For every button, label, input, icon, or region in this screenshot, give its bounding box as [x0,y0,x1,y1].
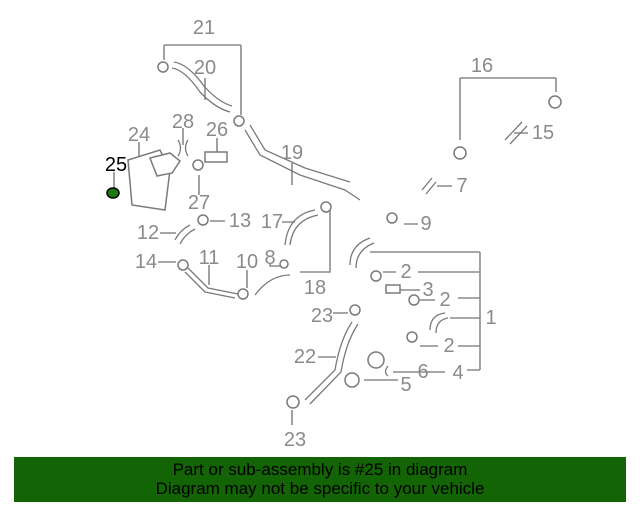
hose-1a [349,237,375,269]
clamp-21b [233,115,245,127]
callout-8[interactable]: 8 [264,247,275,269]
callout-2b[interactable]: 2 [439,289,450,311]
housing-4 [367,351,385,369]
pipe-11 [184,267,239,299]
callout-28[interactable]: 28 [172,111,194,133]
callout-6[interactable]: 6 [417,361,428,383]
hose-12 [174,224,196,245]
clamp-13 [197,214,209,226]
clamp-2c [406,331,418,343]
callout-14[interactable]: 14 [135,251,157,273]
callout-23b[interactable]: 23 [284,429,306,451]
callout-4[interactable]: 4 [452,362,463,384]
hose-15 [504,121,528,145]
parts [106,61,562,409]
washer-27 [192,159,204,171]
fitting-7 [421,177,437,195]
gasket-25 [106,187,120,199]
clamp-23a [349,304,361,316]
callout-18[interactable]: 18 [304,277,326,299]
clamp-16b [453,146,467,160]
banner-disclaimer: Diagram may not be specific to your vehi… [155,479,485,498]
hose-1b [429,312,449,334]
callout-25[interactable]: 25 [105,154,127,176]
clamp-16a [548,95,562,109]
pipe-19 [244,124,361,201]
housing-24-outlet [148,152,182,177]
oring-5 [344,372,360,388]
callout-26[interactable]: 26 [206,119,228,141]
callout-2c[interactable]: 2 [443,335,454,357]
callout-21[interactable]: 21 [193,17,215,39]
banner-part-note: Part or sub-assembly is #25 in diagram [172,460,468,479]
hose-20 [171,61,233,113]
callout-22[interactable]: 22 [294,346,316,368]
callout-19[interactable]: 19 [281,142,303,164]
clamp-9 [386,212,398,224]
callout-17[interactable]: 17 [261,211,283,233]
hose-8 [254,274,291,296]
clamp-8 [279,259,289,269]
callout-7[interactable]: 7 [456,175,467,197]
callout-9[interactable]: 9 [420,213,431,235]
callout-13[interactable]: 13 [229,210,251,232]
callout-labels: 21 20 16 28 26 24 25 19 15 7 27 13 12 17… [105,17,554,451]
sensor-26 [204,151,228,163]
clip-6 [384,365,389,377]
clamp-21a [157,61,169,73]
callout-27[interactable]: 27 [188,192,210,214]
hose-22 [304,321,359,405]
callout-12[interactable]: 12 [137,222,159,244]
callout-10[interactable]: 10 [236,251,258,273]
clamp-2b [408,294,420,306]
sensor-3 [385,284,401,294]
leader-lines [113,44,557,425]
pipe-17 [284,209,319,246]
callout-15[interactable]: 15 [532,122,554,144]
clamp-18 [320,201,332,213]
clamp-23b [286,395,300,409]
callout-2a[interactable]: 2 [400,261,411,283]
callout-24[interactable]: 24 [128,124,150,146]
clamp-14 [177,259,189,271]
callout-20[interactable]: 20 [194,57,216,79]
callout-1[interactable]: 1 [485,307,496,329]
clamp-10 [237,288,249,300]
info-banner: Part or sub-assembly is #25 in diagram D… [14,457,626,502]
clip-28 [177,139,189,157]
callout-11[interactable]: 11 [199,247,220,269]
callout-3[interactable]: 3 [422,279,433,301]
callout-16[interactable]: 16 [471,55,493,77]
callout-5[interactable]: 5 [400,374,411,396]
callout-23a[interactable]: 23 [311,305,333,327]
clamp-2a [370,270,382,282]
